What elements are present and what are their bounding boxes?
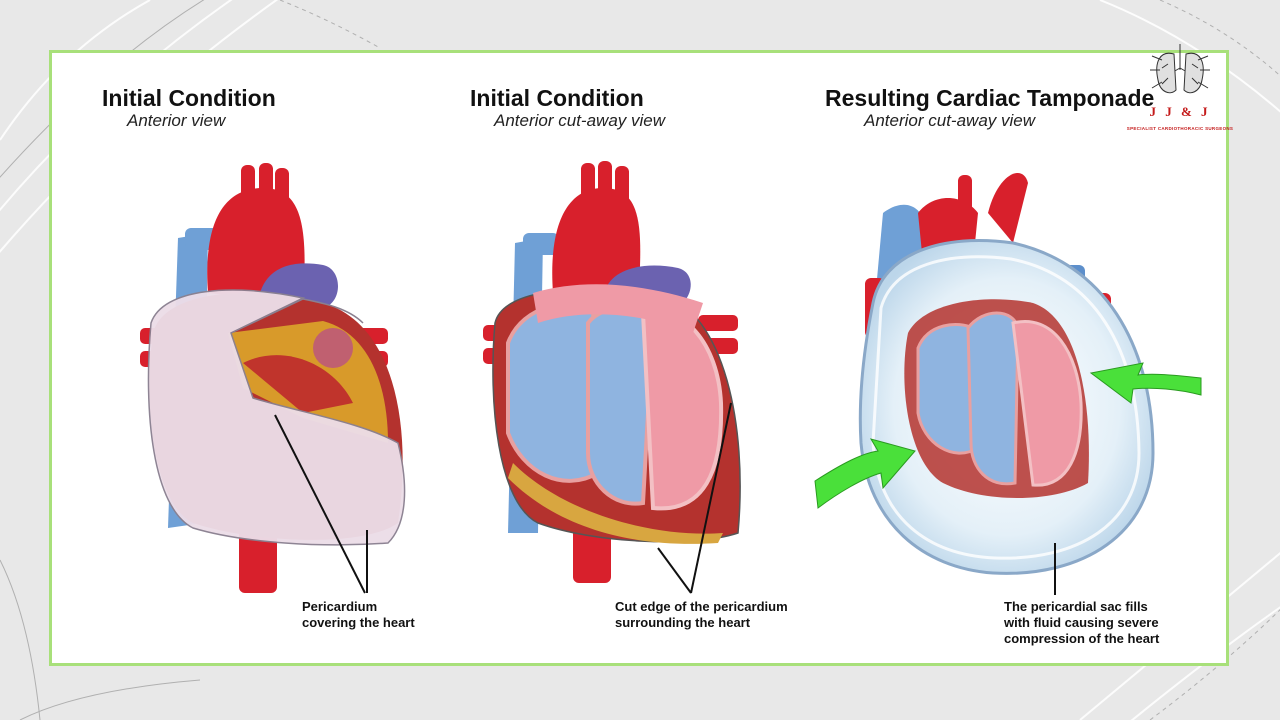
logo-tagline: SPECIALIST CARDIOTHORACIC SURGEONS [1126,126,1234,131]
panel-2-subtitle: Anterior cut-away view [494,111,666,130]
panel-2-caption: Cut edge of the pericardium surrounding … [615,599,788,630]
panel-1-subtitle: Anterior view [127,111,226,130]
heart-illustrations [140,161,1202,595]
panel-3-subtitle: Anterior cut-away view [864,111,1036,130]
heart-anterior-view [140,163,406,594]
panel-3-caption: The pericardial sac fills with fluid cau… [1004,599,1160,646]
green-arrow-icon [1089,362,1202,404]
heart-cutaway-view [483,161,741,594]
slide-frame: Initial Condition Anterior view Initial … [49,50,1229,666]
lungs-logo-icon [1150,44,1210,94]
panel-1-title: Initial Condition [102,85,276,111]
panel-2-title: Initial Condition [470,85,644,111]
logo-text: J J & J [1149,104,1211,119]
green-arrow-icon [814,438,916,509]
jjj-logo: J J & J SPECIALIST CARDIOTHORACIC SURGEO… [1122,40,1238,134]
panel-1-caption: Pericardium covering the heart [302,599,415,630]
panel-3-title: Resulting Cardiac Tamponade [825,85,1155,111]
heart-tamponade-view [814,173,1202,595]
